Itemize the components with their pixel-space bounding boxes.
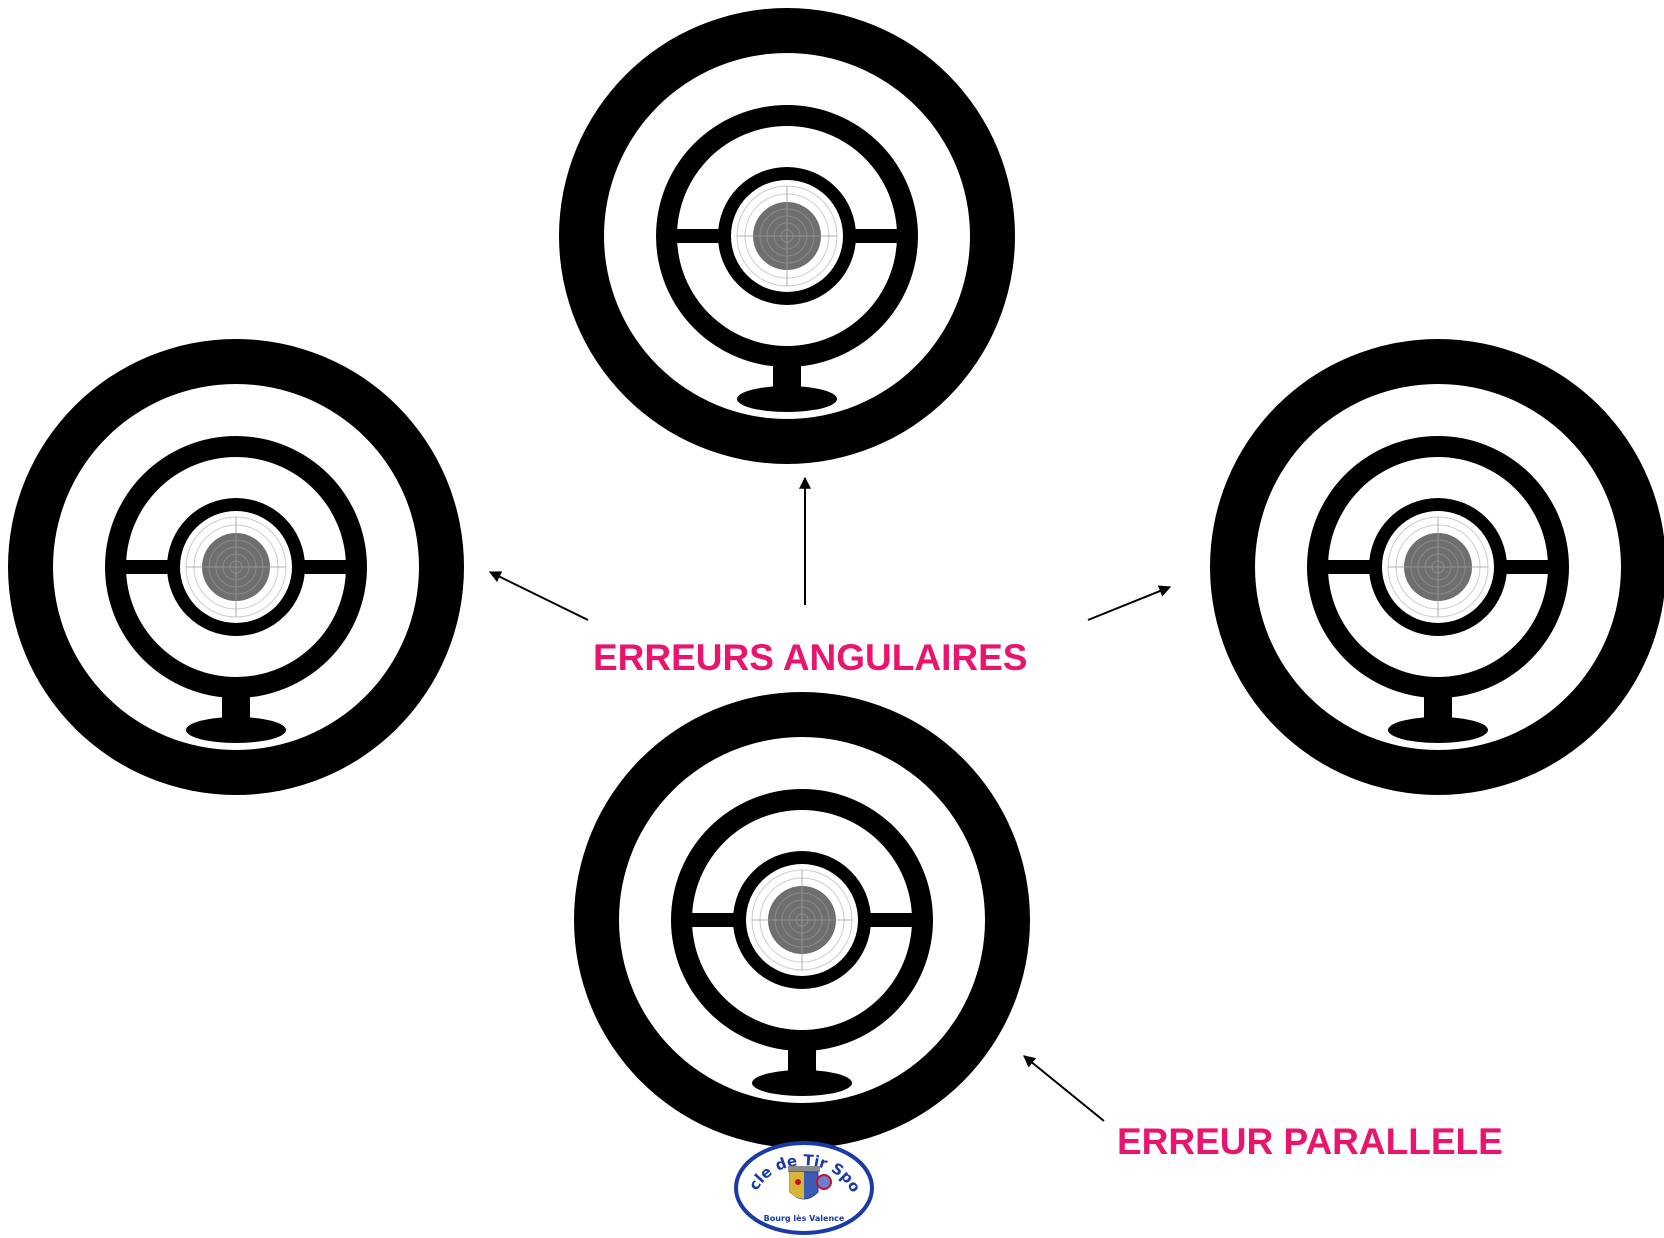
rear-sight-right: MIRE ARRIERE (1209, 338, 1664, 796)
arrow-to-bottom-sight (1023, 1055, 1105, 1122)
parallel-error-label: ERREUR PARALLELE (1117, 1121, 1503, 1162)
arrow-to-right-sight (1087, 585, 1172, 621)
arrow-to-left-sight (488, 571, 589, 621)
club-logo: Cercle de Tir Sportif Bourg lès Valence (734, 1141, 874, 1235)
rear-sight-bottom (573, 691, 1031, 1149)
angular-errors-label: ERREURS ANGULAIRES (593, 637, 1027, 678)
coat-of-arms-icon (788, 1166, 832, 1200)
logo-bottom-text: Bourg lès Valence (764, 1213, 845, 1223)
rear-sight-top: MIRE ARRIERE (558, 7, 1016, 465)
rear-sight-left: MIRE ARRIERE (7, 338, 465, 796)
